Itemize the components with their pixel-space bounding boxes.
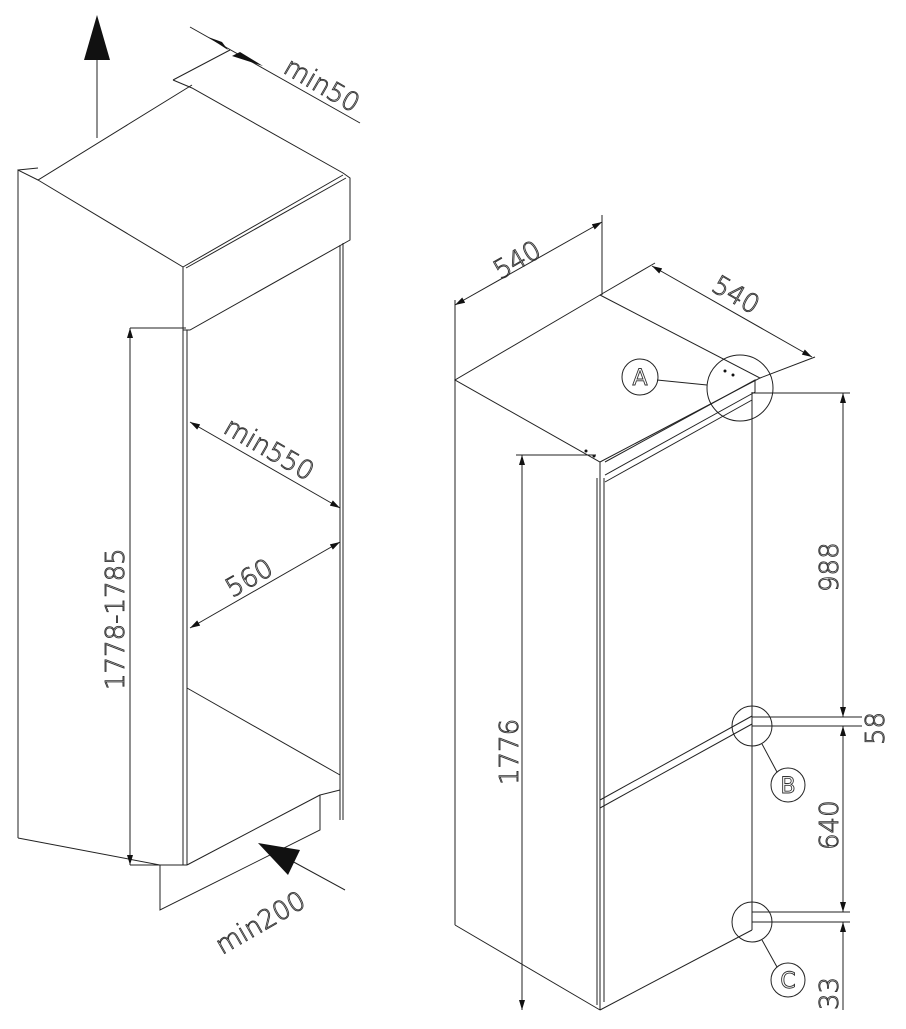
dim-height-label: 1776 — [495, 719, 525, 785]
detail-c: C — [731, 901, 806, 998]
dim-niche-depth-label: min550 — [219, 412, 319, 487]
detail-a-label: A — [632, 366, 647, 391]
dim-upper-door-label: 988 — [815, 542, 845, 592]
dim-bottom-label: 33 — [815, 977, 845, 1010]
detail-b: B — [731, 705, 806, 803]
dim-niche-width-label: 560 — [221, 553, 279, 604]
dim-top-clearance-label: min50 — [279, 52, 365, 119]
dim-width-label: 540 — [489, 235, 547, 286]
dim-niche-height-label: 1778-1785 — [101, 548, 131, 690]
dimension-top-clearance: min50 — [189, 26, 365, 124]
dimension-width: 540 — [454, 215, 603, 380]
dim-vent-label: min200 — [211, 886, 311, 961]
detail-b-label: B — [780, 774, 795, 799]
appliance-outline — [453, 294, 762, 1011]
detail-c-label: C — [780, 969, 795, 994]
dimension-gap: 58 — [752, 711, 891, 745]
dimension-upper-door: 988 — [752, 392, 850, 717]
dimension-niche-width: 560 — [189, 541, 341, 629]
dimension-niche-height: 1778-1785 — [101, 327, 186, 866]
dimension-lower-door: 640 — [815, 726, 846, 912]
vent-arrow-icon: min200 — [210, 843, 346, 962]
dim-gap-label: 58 — [861, 712, 891, 745]
dimension-height: 1776 — [495, 454, 596, 1010]
dimension-bottom: 33 — [752, 911, 850, 1010]
detail-a: A — [621, 354, 774, 422]
airflow-up-arrow-icon — [84, 15, 110, 138]
dimension-niche-depth: min550 — [189, 412, 341, 509]
cabinet-drawing: min50 1778-1785 min550 560 min200 — [17, 15, 365, 962]
dim-lower-door-label: 640 — [815, 800, 845, 850]
cabinet-outline — [17, 49, 351, 911]
appliance-drawing: 540 540 1776 988 58 640 — [453, 215, 891, 1011]
